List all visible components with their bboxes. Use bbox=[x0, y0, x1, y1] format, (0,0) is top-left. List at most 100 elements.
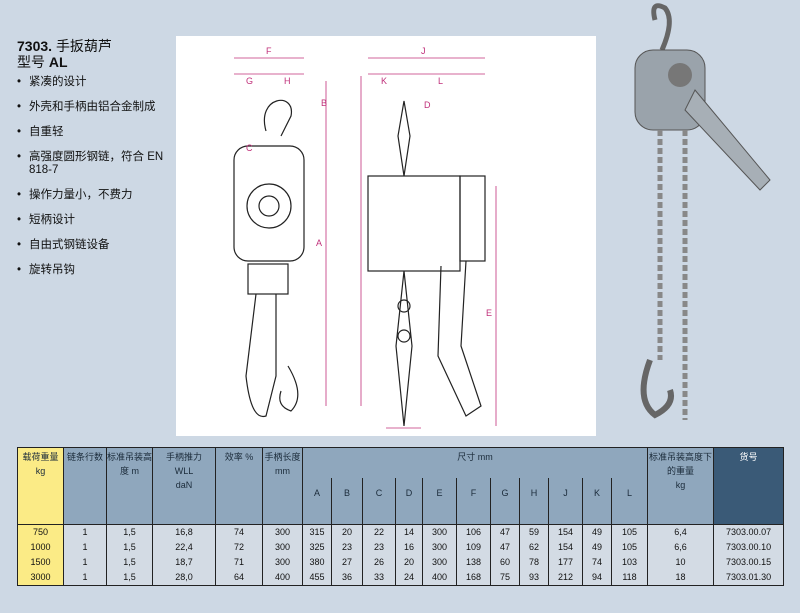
header-pull-1: 手柄推力 bbox=[165, 452, 202, 462]
table-cell: 455 bbox=[302, 570, 332, 586]
header-chains: 链条行数 bbox=[63, 447, 107, 525]
technical-drawing: F G H B C A J K L D E bbox=[176, 36, 596, 436]
product-photo bbox=[600, 0, 800, 440]
dim-label-e: E bbox=[486, 308, 492, 318]
table-cell: 49 bbox=[582, 524, 612, 540]
table-cell: 1 bbox=[63, 524, 107, 540]
header-weight-1: 标准吊装高度下的重量 bbox=[649, 452, 713, 476]
dimension-lines bbox=[234, 57, 497, 429]
table-cell: 300 bbox=[422, 540, 457, 555]
table-cell: 106 bbox=[456, 524, 491, 540]
table-cell: 74 bbox=[215, 524, 263, 540]
table-cell: 380 bbox=[302, 555, 332, 570]
table-cell: 20 bbox=[331, 524, 363, 540]
table-cell: 20 bbox=[395, 555, 423, 570]
feature-item: 短柄设计 bbox=[17, 214, 179, 227]
header-efficiency: 效率 % bbox=[215, 447, 263, 525]
table-cell: 16 bbox=[395, 540, 423, 555]
header-load: 载荷重量kg bbox=[17, 447, 64, 525]
table-cell: 177 bbox=[548, 555, 583, 570]
table-cell: 10 bbox=[647, 555, 715, 570]
table-cell: 62 bbox=[519, 540, 549, 555]
table-cell: 1,5 bbox=[106, 524, 153, 540]
feature-item: 紧凑的设计 bbox=[17, 76, 179, 89]
product-title: 7303. 手扳葫芦 型号 AL bbox=[17, 38, 112, 70]
table-cell: 1500 bbox=[17, 555, 64, 570]
table-cell: 7303.00.15 bbox=[713, 555, 785, 570]
table-cell: 154 bbox=[548, 540, 583, 555]
header-dim-e: E bbox=[422, 478, 457, 525]
table-cell: 78 bbox=[519, 555, 549, 570]
header-dim-j: J bbox=[548, 478, 583, 525]
feature-item: 旋转吊钩 bbox=[17, 264, 179, 277]
dim-label-l: L bbox=[438, 76, 443, 86]
table-cell: 93 bbox=[519, 570, 549, 586]
table-cell: 1 bbox=[63, 570, 107, 586]
table-cell: 300 bbox=[422, 555, 457, 570]
table-cell: 1000 bbox=[17, 540, 64, 555]
table-cell: 72 bbox=[215, 540, 263, 555]
dim-label-k: K bbox=[381, 76, 387, 86]
table-cell: 36 bbox=[331, 570, 363, 586]
table-cell: 60 bbox=[490, 555, 520, 570]
header-weight-2: kg bbox=[675, 480, 686, 490]
table-cell: 105 bbox=[610, 540, 649, 555]
table-cell: 1,5 bbox=[106, 570, 153, 586]
table-cell: 400 bbox=[262, 570, 303, 586]
table-cell: 22 bbox=[362, 524, 396, 540]
hoist-illustration bbox=[634, 3, 771, 420]
table-cell: 26 bbox=[362, 555, 396, 570]
table-cell: 59 bbox=[519, 524, 549, 540]
header-pull-3: daN bbox=[175, 480, 193, 490]
table-cell: 24 bbox=[395, 570, 423, 586]
table-cell: 33 bbox=[362, 570, 396, 586]
dim-label-d: D bbox=[424, 100, 431, 110]
product-name: 手扳葫芦 bbox=[55, 38, 112, 54]
table-cell: 315 bbox=[302, 524, 332, 540]
front-view bbox=[233, 99, 305, 418]
table-cell: 22,4 bbox=[152, 540, 216, 555]
header-handle-1: 手柄长度 bbox=[264, 452, 301, 462]
table-cell: 49 bbox=[582, 540, 612, 555]
table-cell: 1 bbox=[63, 540, 107, 555]
header-dim-c: C bbox=[362, 478, 396, 525]
feature-item: 操作力量小，不费力 bbox=[17, 189, 179, 202]
table-cell: 7303.00.10 bbox=[713, 540, 785, 555]
table-cell: 138 bbox=[456, 555, 491, 570]
dim-label-j: J bbox=[421, 46, 426, 56]
header-handle-2: mm bbox=[275, 466, 290, 476]
header-weight: 标准吊装高度下的重量 kg bbox=[647, 447, 715, 525]
table-cell: 109 bbox=[456, 540, 491, 555]
table-cell: 74 bbox=[582, 555, 612, 570]
feature-list: 紧凑的设计 外壳和手柄由铝合金制成 自重轻 高强度圆形钢链，符合 EN 818-… bbox=[17, 76, 179, 289]
table-cell: 400 bbox=[422, 570, 457, 586]
table-cell: 103 bbox=[610, 555, 649, 570]
table-cell: 168 bbox=[456, 570, 491, 586]
table-cell: 1 bbox=[63, 555, 107, 570]
table-cell: 7303.00.07 bbox=[713, 524, 785, 540]
table-cell: 71 bbox=[215, 555, 263, 570]
table-cell: 23 bbox=[331, 540, 363, 555]
table-cell: 1,5 bbox=[106, 540, 153, 555]
table-cell: 300 bbox=[262, 524, 303, 540]
header-dim-a: A bbox=[302, 478, 332, 525]
dim-label-f: F bbox=[266, 46, 272, 56]
table-cell: 212 bbox=[548, 570, 583, 586]
feature-item: 外壳和手柄由铝合金制成 bbox=[17, 101, 179, 114]
header-dim-k: K bbox=[582, 478, 612, 525]
table-cell: 300 bbox=[262, 555, 303, 570]
table-cell: 16,8 bbox=[152, 524, 216, 540]
drawing-svg: F G H B C A J K L D E bbox=[233, 46, 497, 429]
table-cell: 6,6 bbox=[647, 540, 715, 555]
table-cell: 6,4 bbox=[647, 524, 715, 540]
header-dimensions: 尺寸 mm bbox=[301, 447, 649, 478]
table-cell: 1,5 bbox=[106, 555, 153, 570]
header-dim-d: D bbox=[395, 478, 423, 525]
table-cell: 325 bbox=[302, 540, 332, 555]
